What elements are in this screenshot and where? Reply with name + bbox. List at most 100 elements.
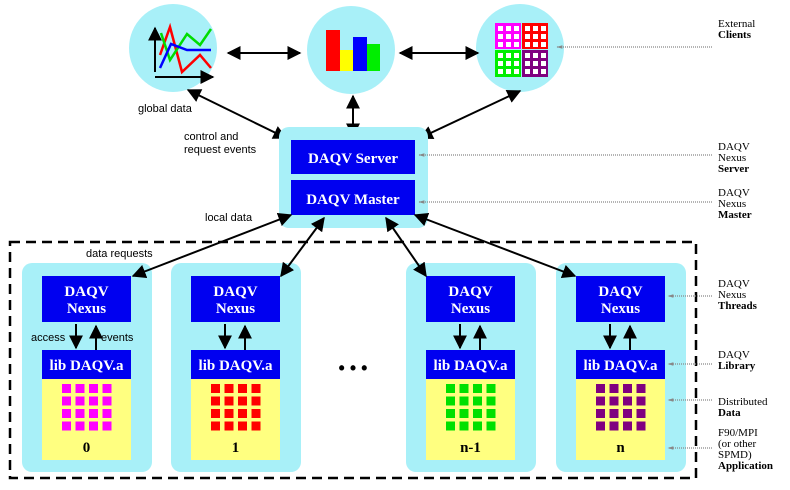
lib-box: [426, 350, 515, 379]
data-cell: [459, 396, 469, 406]
data-cell: [609, 421, 619, 431]
data-cell: [211, 396, 220, 406]
data-cell: [446, 409, 455, 418]
daqv-server-box: [291, 140, 415, 174]
data-cell: [473, 409, 482, 418]
annotation-text: Threads: [718, 300, 758, 312]
grid-cell: [541, 26, 546, 31]
data-cell: [623, 421, 632, 431]
data-cell: [102, 409, 112, 418]
lib-box: [191, 350, 280, 379]
access-label: access: [31, 332, 66, 344]
node-id: n: [616, 440, 625, 456]
data-cell: [623, 409, 632, 418]
data-cell: [636, 396, 646, 406]
annotation-text: External: [718, 18, 755, 30]
grid-cell: [533, 26, 538, 31]
grid-cell: [541, 53, 546, 58]
data-cell: [75, 409, 85, 418]
data-cell: [251, 384, 261, 393]
data-cell: [596, 384, 605, 393]
grid-cell: [514, 26, 519, 31]
data-cell: [636, 421, 646, 431]
data-cell: [238, 409, 247, 418]
data-cell: [473, 421, 482, 431]
nexus-label-2: Nexus: [67, 301, 106, 317]
grid-cell: [525, 53, 530, 58]
grid-cell: [506, 26, 511, 31]
lib-label: lib DAQV.a: [50, 358, 124, 374]
nexus-box: [42, 276, 131, 322]
data-cell: [486, 421, 496, 431]
annotation-text: Data: [718, 407, 741, 419]
grid-cell: [514, 34, 519, 39]
data-cell: [486, 384, 496, 393]
data-cell: [473, 384, 482, 393]
nexus-label-1: DAQV: [213, 284, 257, 300]
grid-cell: [525, 69, 530, 74]
nexus-label-2: Nexus: [601, 301, 640, 317]
lib-box: [42, 350, 131, 379]
client-grid-view: [476, 4, 564, 92]
annotation-text: DAQV: [718, 349, 750, 361]
nexus-label-1: DAQV: [64, 284, 108, 300]
data-cell: [251, 421, 261, 431]
daqv-master-label: DAQV Master: [306, 192, 400, 208]
daqv-master-box: [291, 180, 415, 215]
annotation-text: Master: [718, 209, 752, 221]
nexus-label-2: Nexus: [216, 301, 255, 317]
nexus-box: [426, 276, 515, 322]
annotation-text: SPMD): [718, 449, 752, 461]
annotation-text: Nexus: [718, 289, 746, 301]
grid-cell: [541, 34, 546, 39]
data-cell: [75, 421, 85, 431]
grid-cell: [541, 42, 546, 47]
grid-cell: [533, 34, 538, 39]
grid-cell: [525, 61, 530, 66]
data-cell: [636, 409, 646, 418]
local-data-label: local data: [205, 212, 253, 224]
data-cell: [459, 384, 469, 393]
data-cell: [238, 396, 247, 406]
lib-label: lib DAQV.a: [199, 358, 273, 374]
grid-cell: [514, 69, 519, 74]
data-cell: [89, 421, 98, 431]
nexus-label-2: Nexus: [451, 301, 490, 317]
grid-cell: [533, 53, 538, 58]
data-cell: [224, 421, 234, 431]
annotation-text: Nexus: [718, 152, 746, 164]
data-cell: [224, 396, 234, 406]
data-cell: [62, 396, 71, 406]
grid-cell: [541, 61, 546, 66]
grid-cell: [506, 53, 511, 58]
data-cell: [238, 384, 247, 393]
daqv-server-label: DAQV Server: [308, 151, 398, 167]
data-area: [42, 379, 131, 460]
grid-cell: [498, 42, 503, 47]
data-area: [426, 379, 515, 460]
annotation-text: Distributed: [718, 396, 768, 408]
data-cell: [102, 421, 112, 431]
annotation-text: (or other: [718, 438, 757, 450]
data-cell: [609, 396, 619, 406]
annotation-text: Server: [718, 163, 749, 175]
data-area: [576, 379, 665, 460]
annotation-text: Nexus: [718, 198, 746, 210]
data-cell: [596, 409, 605, 418]
data-cell: [623, 384, 632, 393]
data-cell: [62, 409, 71, 418]
data-cell: [446, 421, 455, 431]
grid-cell: [506, 42, 511, 47]
data-cell: [89, 384, 98, 393]
grid-cell: [506, 34, 511, 39]
data-cell: [62, 384, 71, 393]
data-cell: [596, 396, 605, 406]
data-cell: [251, 396, 261, 406]
annotation-text: Clients: [718, 29, 752, 41]
